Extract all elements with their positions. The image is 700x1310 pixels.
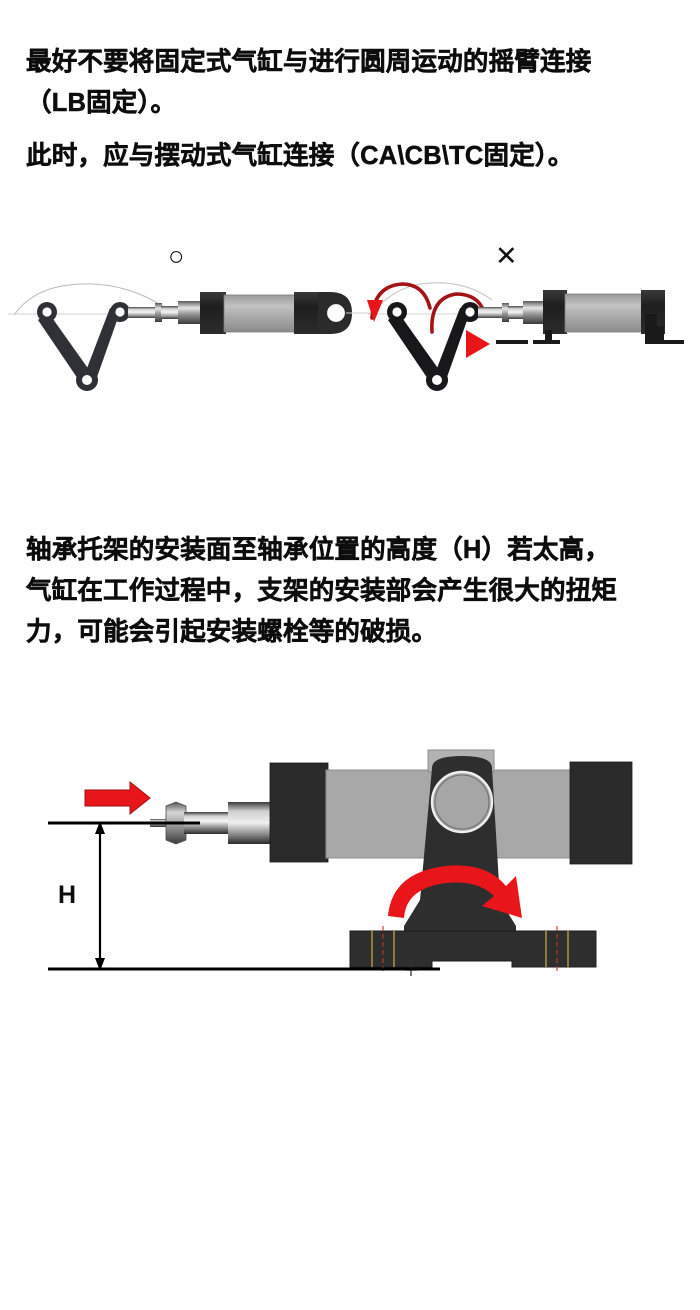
motion-arc-faint-ng xyxy=(371,282,493,317)
text-bottom-line-1: 轴承托架的安装面至轴承位置的高度（H）若太高， xyxy=(26,536,611,565)
ok-circle-icon: ○ xyxy=(168,241,185,271)
instruction-text-top: 最好不要将固定式气缸与进行圆周运动的摇臂连接 （LB固定）。 此时，应与摆动式气… xyxy=(26,42,686,177)
cylinder-front-cap-ok xyxy=(200,292,226,334)
figure-bearing-bracket-height: H xyxy=(0,720,700,1010)
foot-mount-left xyxy=(533,330,560,344)
torque-arrow-shape xyxy=(388,865,522,918)
piston-rod-main xyxy=(184,812,232,834)
base-flange-body xyxy=(349,930,597,968)
rod-gland-ng xyxy=(523,301,545,324)
instruction-text-bottom: 轴承托架的安装面至轴承位置的高度（H）若太高， 气缸在工作过程中，支架的安装部会… xyxy=(26,530,686,653)
cylinder-tube-ok xyxy=(223,294,299,333)
rocker-arm-right-link xyxy=(84,308,120,380)
cylinder-front-cap-ng xyxy=(543,290,567,334)
cylinder-tube-ng xyxy=(564,293,646,333)
text-top-line-2: （LB固定）。 xyxy=(26,89,177,118)
rocker-arm-ok xyxy=(37,302,130,391)
height-dimension-H: H xyxy=(48,821,440,971)
foot-mount-right xyxy=(645,314,664,344)
rocker-joint-bottom-bore-ng xyxy=(432,375,442,385)
rotation-arc-right xyxy=(430,292,486,334)
thrust-arrow xyxy=(84,780,151,816)
piston-rod-ok xyxy=(128,307,158,318)
bracket-base-flange xyxy=(349,926,597,976)
rocker-arm-right-link-ng xyxy=(434,308,470,380)
rocker-arm-left-link xyxy=(38,312,92,382)
rocker-arm-ng xyxy=(387,302,480,391)
piston-rod-ng xyxy=(478,307,504,318)
rocker-joint-left-bore-ng xyxy=(392,307,402,317)
cylinder-rear-cap xyxy=(569,761,633,865)
cylinder-rear-cap-ok xyxy=(294,292,322,334)
thrust-arrow-shape xyxy=(84,780,151,816)
rod-nut-ok xyxy=(155,303,162,322)
text-bottom-line-3: 力，可能会引起安装螺栓等的破损。 xyxy=(26,618,438,647)
rod-gland-stage xyxy=(228,802,274,844)
rocker-joint-right-bore xyxy=(115,307,125,317)
foot-base-right xyxy=(664,340,684,344)
ng-cross-icon: ✕ xyxy=(495,241,518,271)
rotation-arrowhead-right xyxy=(466,330,490,358)
rocker-joint-right-bore-ng xyxy=(465,307,475,317)
foot-base-left xyxy=(496,340,528,344)
rod-stage-ok xyxy=(161,306,180,319)
rocker-joint-left-bore xyxy=(42,307,52,317)
rocker-arm-left-link-ng xyxy=(388,312,442,382)
figure-rocker-arm-comparison xyxy=(0,270,700,400)
rocker-assembly-ok xyxy=(8,283,372,391)
rotation-arrows-ng xyxy=(367,282,490,358)
rotation-arrowhead-left xyxy=(367,300,383,322)
rod-nut-ng xyxy=(502,303,509,322)
cylinder-front-cap xyxy=(269,762,329,863)
clevis-bore-ok xyxy=(325,302,347,324)
text-top-line-3: 此时，应与摆动式气缸连接（CA\CB\TC固定）。 xyxy=(26,142,574,171)
rocker-assembly-ng xyxy=(367,282,684,391)
foot-mount-brackets-ng xyxy=(496,314,684,344)
dimension-arrowhead-bottom xyxy=(95,958,105,971)
text-top-line-1: 最好不要将固定式气缸与进行圆周运动的摇臂连接 xyxy=(26,48,592,77)
cylinder-assembly-bracket xyxy=(150,749,633,865)
bearing-bore xyxy=(430,770,494,834)
bearing-bore-inner-ring xyxy=(434,774,490,830)
dimension-label-H: H xyxy=(58,881,76,909)
rod-gland-ok xyxy=(178,301,202,324)
rocker-joint-bottom-bore xyxy=(82,375,92,385)
dimension-arrowhead-top xyxy=(95,821,105,834)
torque-arrow xyxy=(388,865,522,918)
text-bottom-line-2: 气缸在工作过程中，支架的安装部会产生很大的扭矩 xyxy=(26,577,618,606)
rod-stage-ng xyxy=(508,306,525,319)
